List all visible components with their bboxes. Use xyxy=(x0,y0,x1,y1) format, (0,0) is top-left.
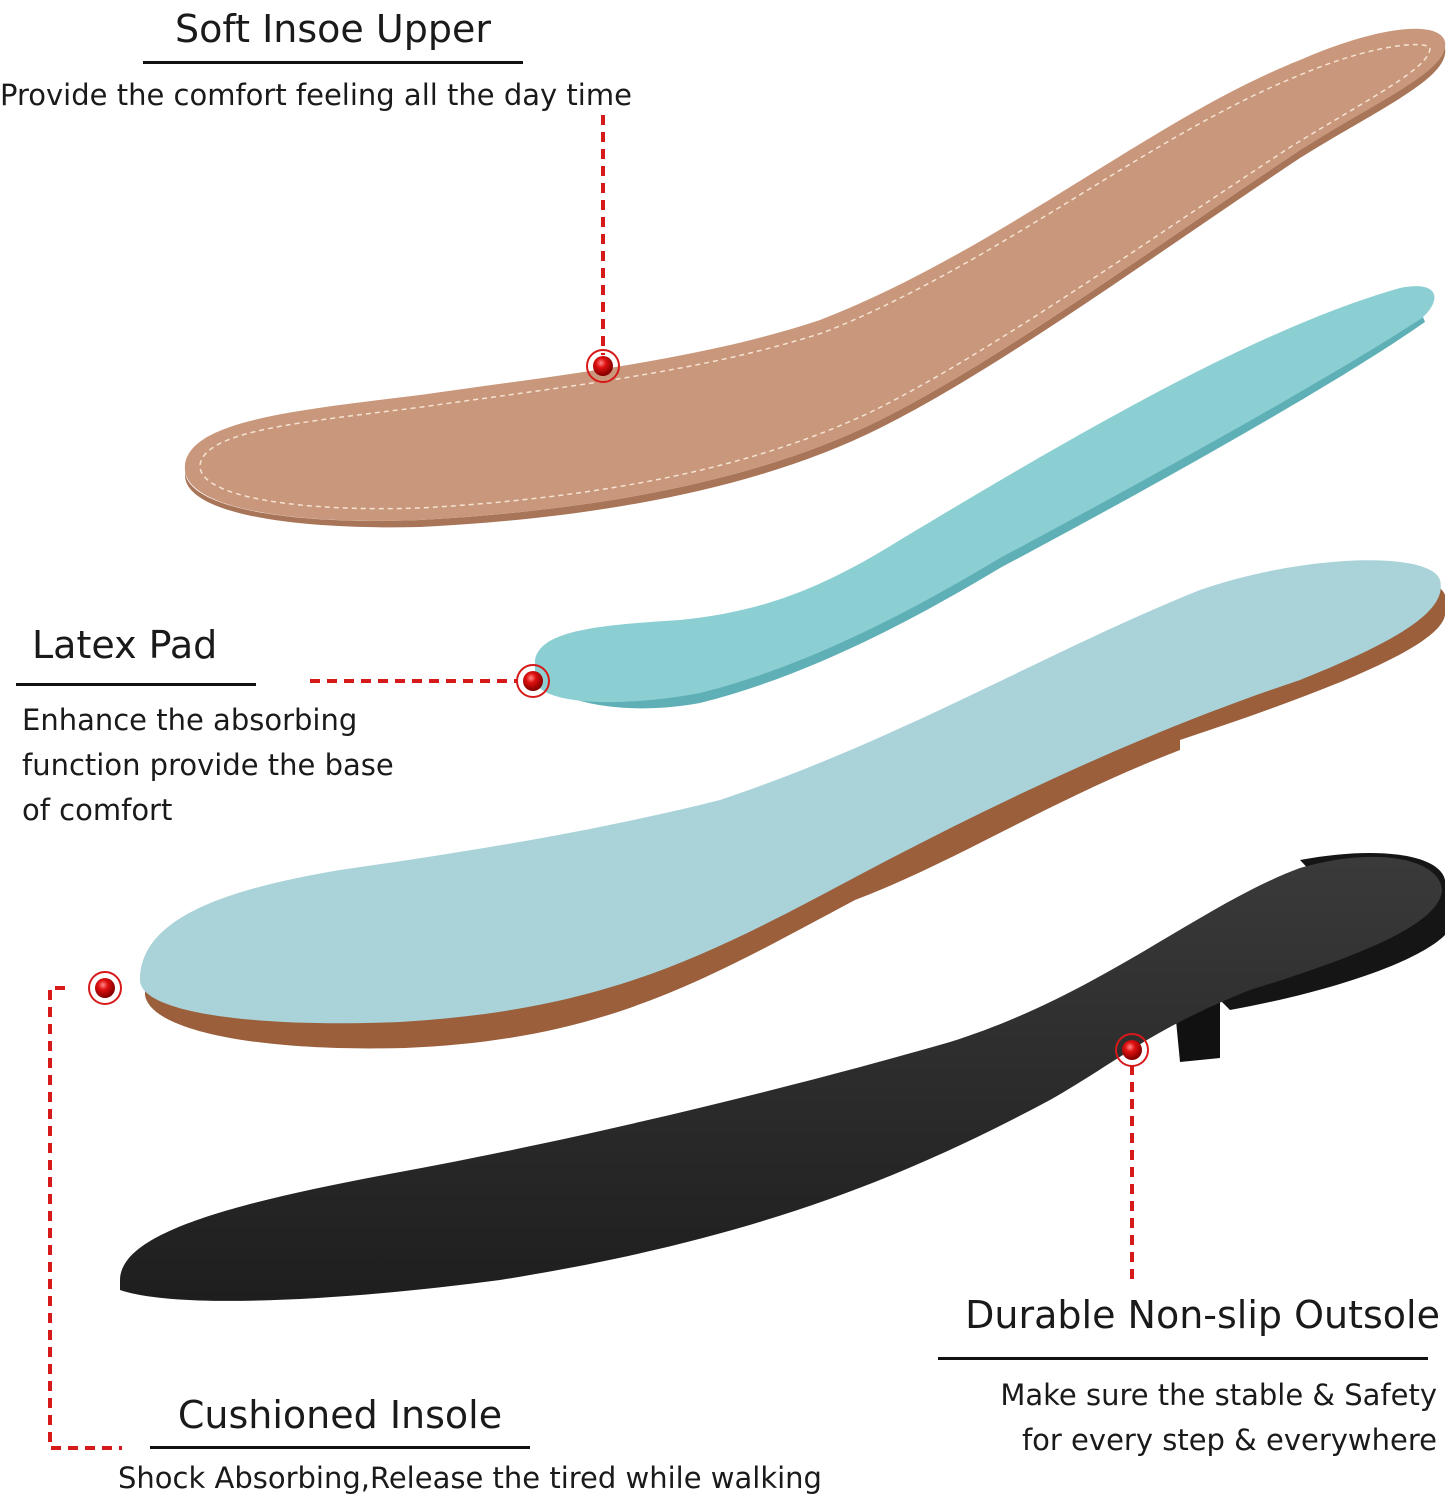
soft-insole-upper-layer xyxy=(184,28,1446,528)
latex-marker-icon xyxy=(516,664,550,698)
marker-dots xyxy=(88,349,1149,1067)
cushion-marker-icon xyxy=(88,971,122,1005)
upper-description: Provide the comfort feeling all the day … xyxy=(0,78,632,112)
outsole-title: Durable Non-slip Outsole xyxy=(965,1293,1440,1337)
outsole-marker-icon xyxy=(1115,1033,1149,1067)
cushion-description: Shock Absorbing,Release the tired while … xyxy=(118,1461,822,1495)
latex-description-line-1: Enhance the absorbing xyxy=(22,703,358,737)
outsole-layer xyxy=(120,852,1445,1301)
outsole-description-line-1: Make sure the stable & Safety xyxy=(1000,1378,1437,1412)
cushion-leader-line xyxy=(48,986,122,1450)
cushion-divider xyxy=(150,1446,530,1449)
latex-divider xyxy=(16,683,256,686)
upper-title: Soft Insoe Upper xyxy=(175,7,491,51)
outsole-divider xyxy=(938,1357,1428,1360)
cushioned-insole-layer xyxy=(140,560,1445,1049)
latex-pad-layer xyxy=(535,286,1435,709)
latex-title: Latex Pad xyxy=(32,623,218,667)
outsole-description-line-2: for every step & everywhere xyxy=(1021,1423,1437,1457)
latex-description-line-3: of comfort xyxy=(22,793,173,827)
cushion-title: Cushioned Insole xyxy=(177,1393,503,1437)
latex-description-line-2: function provide the base xyxy=(22,748,394,782)
upper-divider xyxy=(143,61,523,64)
upper-marker-icon xyxy=(586,349,620,383)
